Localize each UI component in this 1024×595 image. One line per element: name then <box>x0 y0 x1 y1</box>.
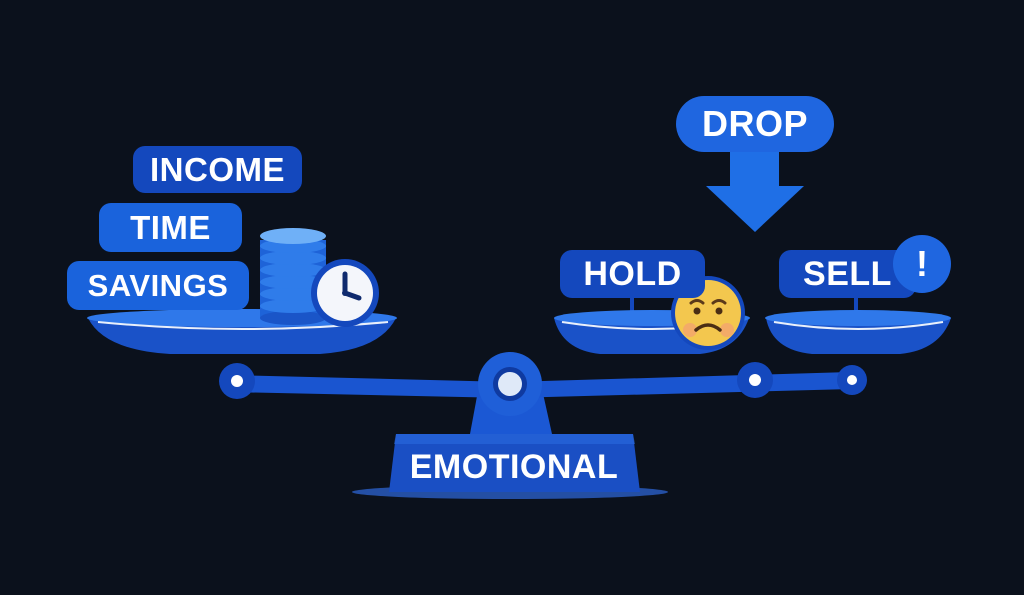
scale-base <box>389 434 640 492</box>
emotional-label: EMOTIONAL <box>409 447 619 486</box>
income-label: INCOME <box>133 146 302 193</box>
savings-label: SAVINGS <box>67 261 249 310</box>
exclamation-icon: ! <box>893 235 951 293</box>
arrow-down-icon <box>706 152 804 232</box>
hold-label: HOLD <box>560 250 705 298</box>
drop-label: DROP <box>676 96 834 152</box>
time-label: TIME <box>99 203 242 252</box>
clock-icon <box>311 259 379 327</box>
